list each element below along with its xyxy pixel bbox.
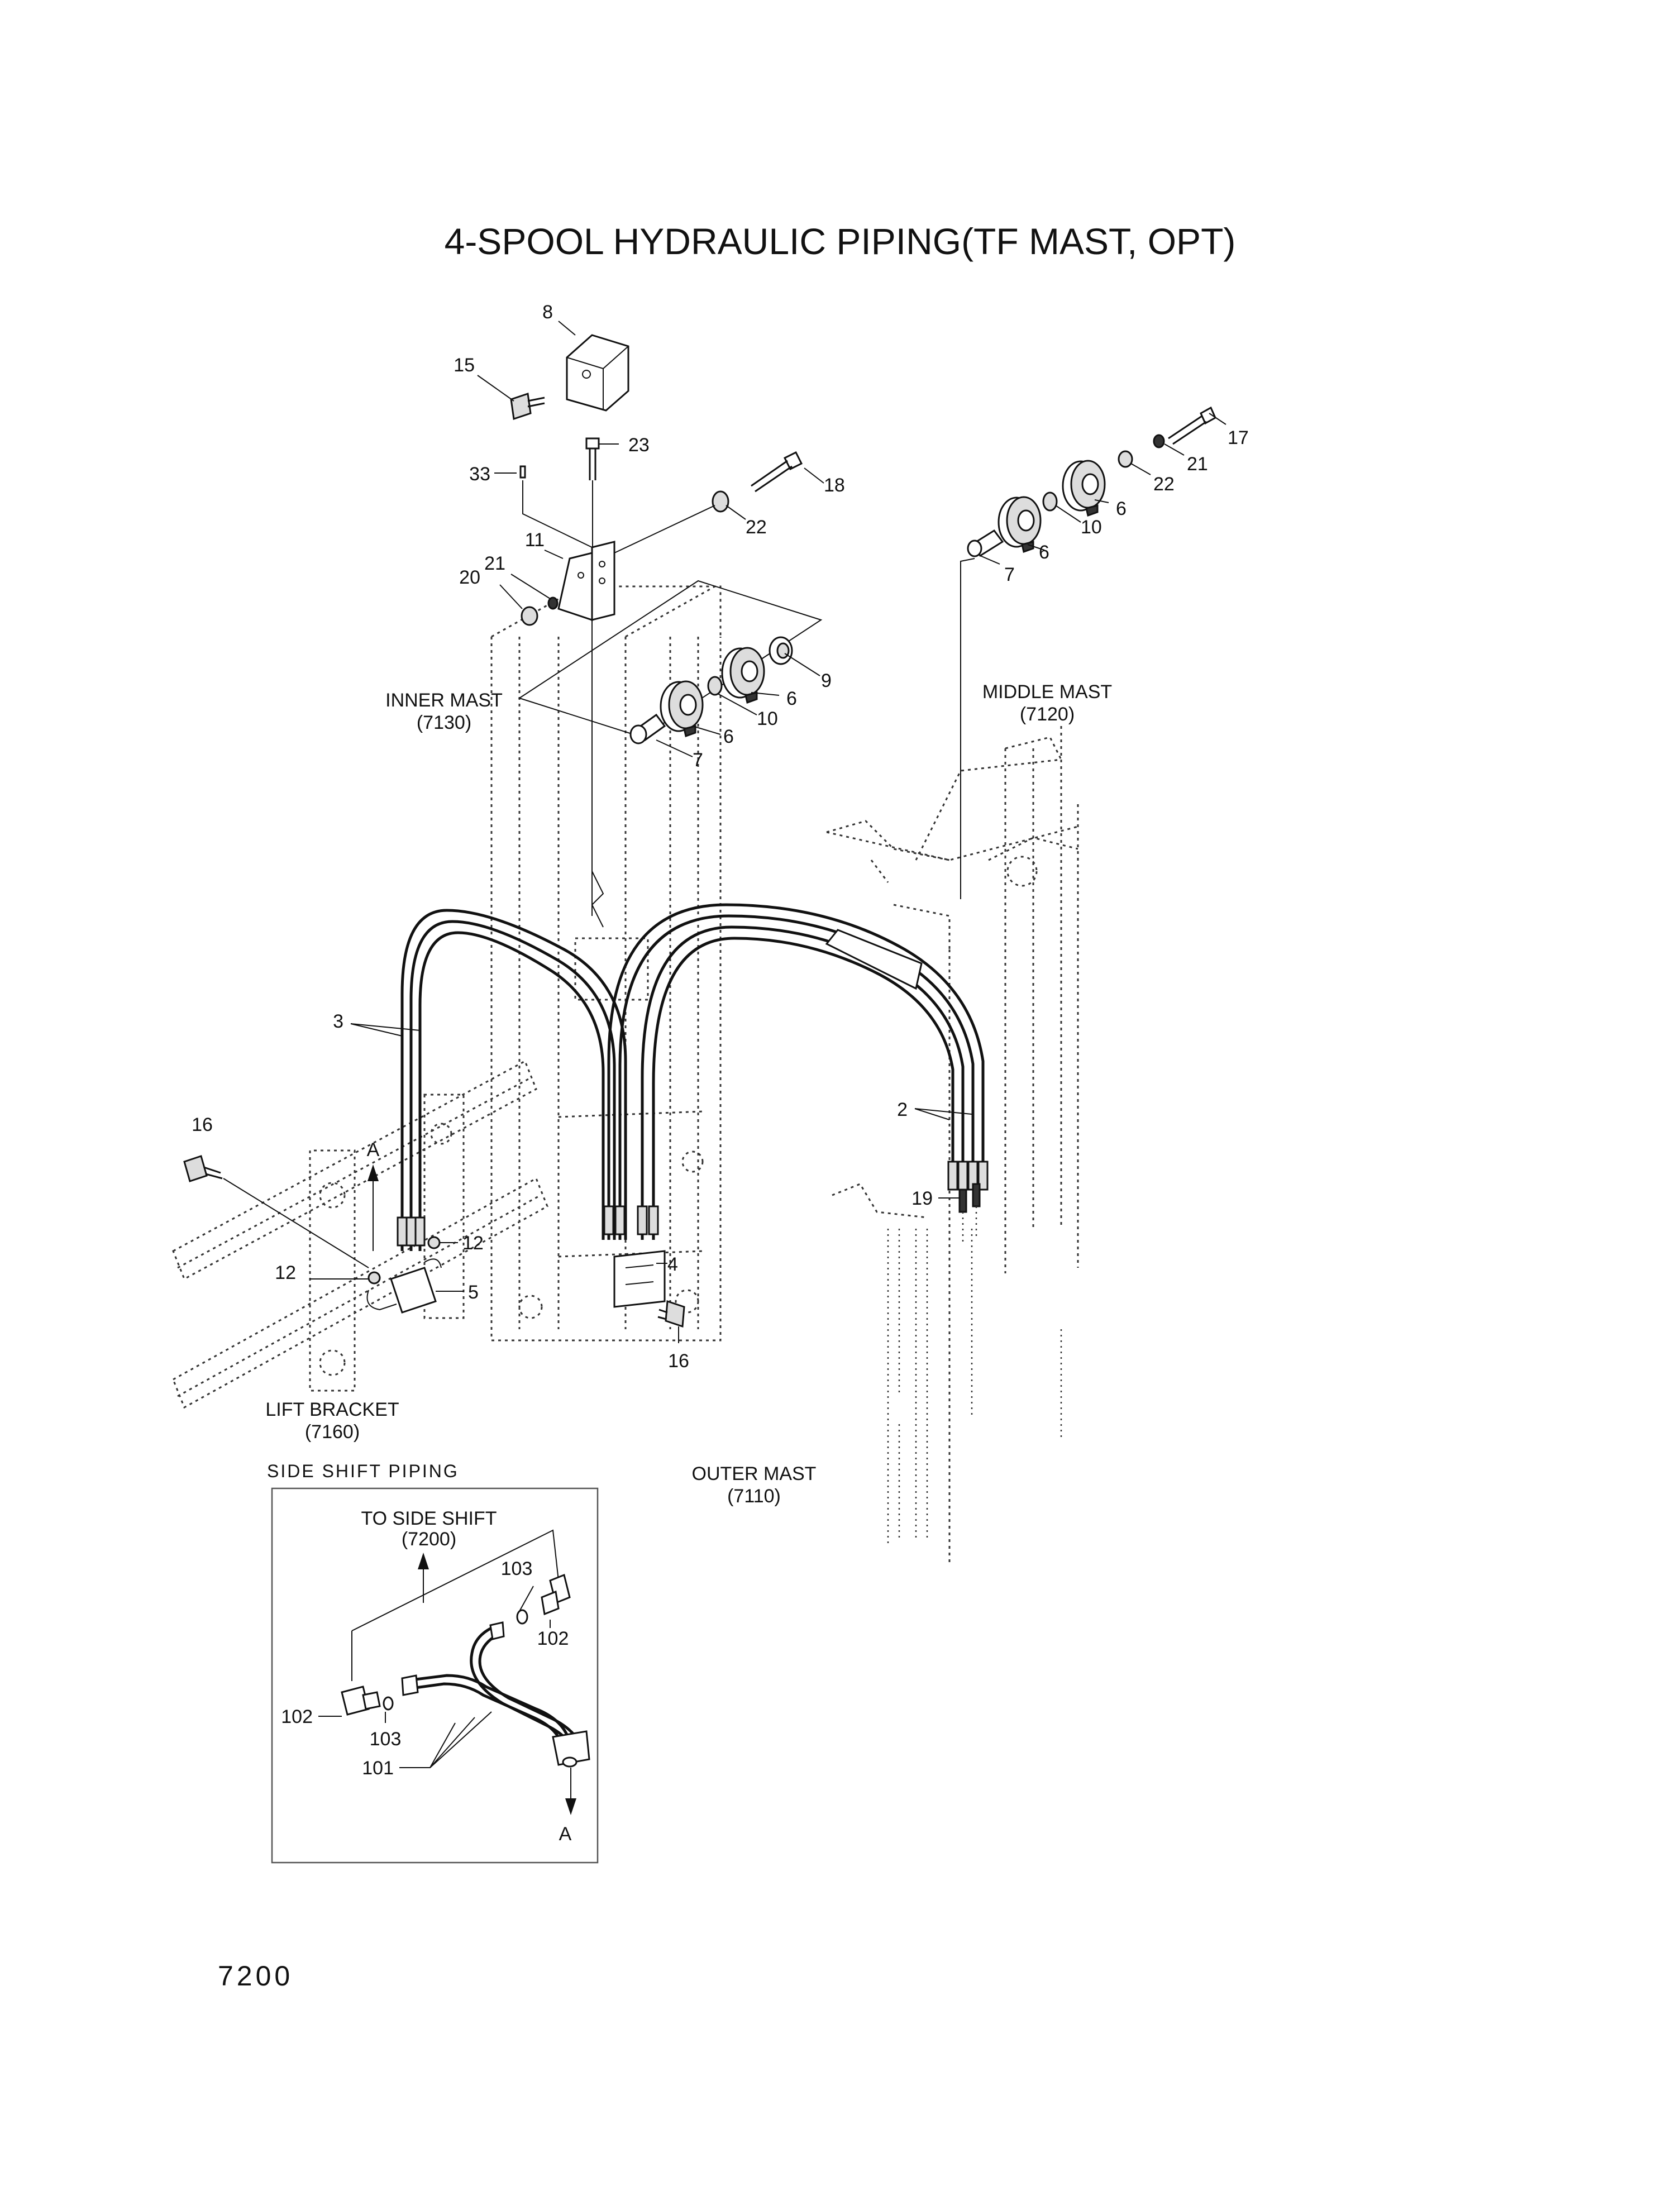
page-title: 4-SPOOL HYDRAULIC PIPING(TF MAST, OPT) <box>445 221 1236 262</box>
callout-20: 20 <box>459 567 480 588</box>
inset-callout-102a: 102 <box>537 1628 569 1649</box>
leader-lines <box>310 321 1226 1343</box>
hose-assembly-2 <box>607 903 985 1240</box>
callout-16b: 16 <box>668 1350 689 1372</box>
outer-mast-code: (7110) <box>727 1486 781 1507</box>
page-number: 7200 <box>218 1960 293 1992</box>
callout-5: 5 <box>468 1282 479 1303</box>
part-16-fitting-left <box>183 1155 223 1182</box>
callout-18: 18 <box>824 475 845 496</box>
callout-2: 2 <box>897 1099 908 1120</box>
part-33-pin <box>519 465 526 479</box>
part-12-fittings <box>367 1236 441 1285</box>
outer-mast-label: OUTER MAST <box>692 1463 817 1484</box>
part-20-21-washer <box>521 596 559 626</box>
outer-mast-drawing <box>887 1229 1062 1547</box>
part-8-bracket <box>566 334 629 412</box>
callout-21a: 21 <box>484 553 505 574</box>
middle-mast-code: (7120) <box>1020 704 1075 725</box>
inset-callout-101: 101 <box>362 1758 394 1779</box>
break-mark <box>591 871 604 928</box>
callout-15: 15 <box>454 355 475 376</box>
middle-mast-label: MIDDLE MAST <box>982 681 1112 703</box>
inset-to-side-shift-code: (7200) <box>402 1529 456 1550</box>
lift-bracket-code: (7160) <box>305 1421 360 1443</box>
part-22-washer <box>712 490 729 513</box>
callout-labels: 8 15 23 33 18 22 11 21 20 9 6 10 6 7 17 … <box>192 302 1249 1372</box>
inset-frame <box>271 1487 599 1864</box>
callout-9: 9 <box>821 670 832 691</box>
mast-link-dotted <box>826 825 1078 861</box>
callout-7a: 7 <box>693 749 703 771</box>
inner-pulley-group <box>629 636 793 744</box>
callout-6b: 6 <box>723 726 734 747</box>
part-23-bolt <box>585 437 600 480</box>
arrow-a-label: A <box>367 1139 380 1161</box>
inset-to-side-shift: TO SIDE SHIFT <box>361 1508 497 1529</box>
callout-21b: 21 <box>1187 453 1208 475</box>
hose-assembly-3 <box>400 909 627 1251</box>
callout-4: 4 <box>667 1254 678 1275</box>
part-19-fittings <box>958 1183 981 1245</box>
middle-axis-line <box>960 558 975 899</box>
part-16-fitting-bottom <box>657 1300 685 1328</box>
callout-10a: 10 <box>757 708 778 729</box>
callout-10b: 10 <box>1081 517 1102 538</box>
lift-bracket-label: LIFT BRACKET <box>265 1399 399 1420</box>
callout-12a: 12 <box>462 1233 484 1254</box>
inset-heading: SIDE SHIFT PIPING <box>267 1461 459 1481</box>
callout-23: 23 <box>628 435 650 456</box>
fitting-16-leader <box>223 1178 369 1268</box>
part-4-plate <box>613 1250 666 1308</box>
middle-pulley-group <box>967 406 1216 557</box>
callout-33: 33 <box>469 464 490 485</box>
inset-arrow-a: A <box>559 1823 572 1845</box>
callout-19: 19 <box>911 1188 933 1209</box>
side-shift-inset: SIDE SHIFT PIPING TO SIDE SHIFT (7200) <box>267 1461 599 1864</box>
part-18-bolt <box>751 451 803 493</box>
axis-leader-22 <box>614 505 715 553</box>
pin-33-leader <box>522 480 593 548</box>
part-11-bracket <box>557 541 615 622</box>
callout-6d: 6 <box>1039 542 1049 563</box>
inner-mast-label: INNER MAST <box>385 690 503 711</box>
inset-callout-103b: 103 <box>370 1729 402 1750</box>
inner-mast-code: (7130) <box>417 712 471 733</box>
hose-fittings <box>397 1161 989 1247</box>
callout-12b: 12 <box>275 1262 296 1283</box>
inset-callout-102b: 102 <box>281 1706 313 1727</box>
assembly-labels: INNER MAST (7130) MIDDLE MAST (7120) LIF… <box>265 681 1112 1507</box>
callout-22b: 22 <box>1153 474 1175 495</box>
callout-22a: 22 <box>746 517 767 538</box>
callout-8: 8 <box>542 302 553 323</box>
callout-6a: 6 <box>786 688 797 709</box>
callout-7b: 7 <box>1004 564 1015 585</box>
callout-11: 11 <box>525 529 545 551</box>
inset-callout-103a: 103 <box>501 1558 533 1579</box>
part-5-block <box>366 1258 442 1314</box>
callout-3: 3 <box>333 1011 343 1032</box>
part-15-bolt <box>510 393 545 420</box>
callout-17: 17 <box>1228 427 1249 448</box>
callout-6c: 6 <box>1116 498 1127 519</box>
arrow-a-main <box>367 1164 379 1251</box>
callout-16a: 16 <box>192 1114 213 1135</box>
